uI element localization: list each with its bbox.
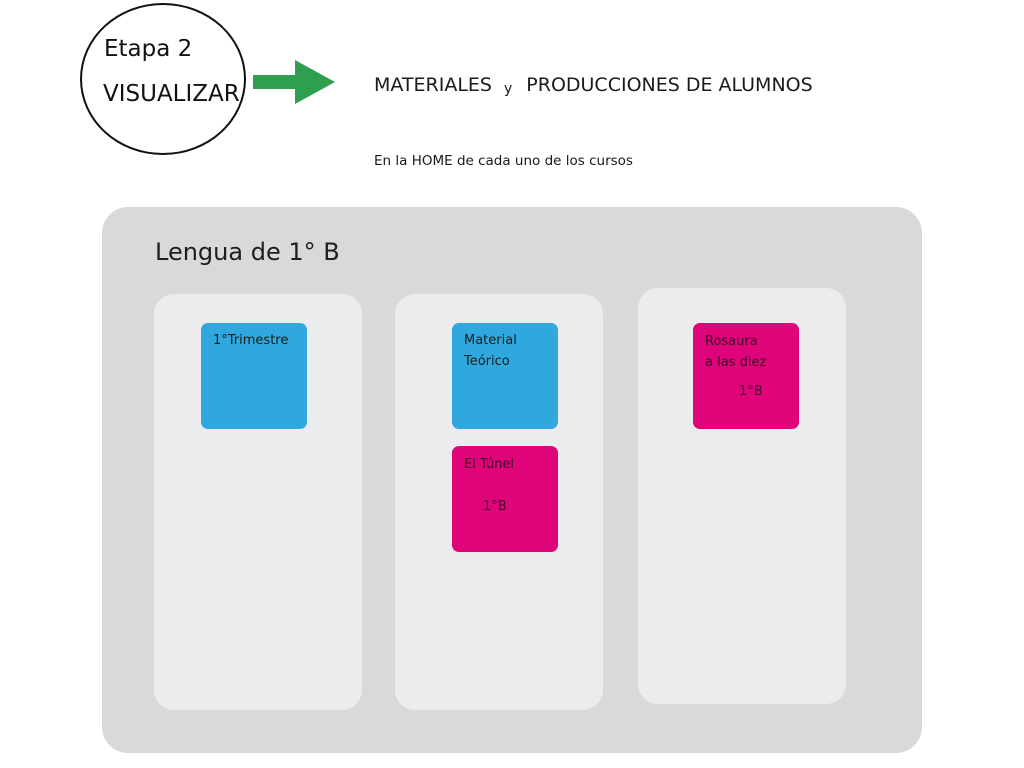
tile-rosaura-a-las-diez[interactable]: Rosaura a las diez 1°B: [693, 323, 799, 429]
tile-label: Teórico: [464, 354, 510, 369]
subheading: En la HOME de cada uno de los cursos: [374, 153, 633, 169]
tile-label: Rosaura: [705, 334, 758, 349]
stage-name: VISUALIZAR: [103, 81, 240, 107]
tile-course-label: 1°B: [739, 384, 763, 399]
stage-circle: [80, 3, 246, 155]
course-title: Lengua de 1° B: [155, 238, 340, 266]
heading-productions: PRODUCCIONES DE ALUMNOS: [526, 74, 813, 96]
tile-1-trimestre[interactable]: 1°Trimestre: [201, 323, 307, 429]
tile-material-teorico[interactable]: Material Teórico: [452, 323, 558, 429]
section-heading: MATERIALES y PRODUCCIONES DE ALUMNOS: [374, 74, 813, 97]
heading-conjunction: y: [503, 81, 513, 97]
tile-label: Material: [464, 333, 517, 348]
tile-el-tunel[interactable]: El Túnel 1°B: [452, 446, 558, 552]
right-arrow-icon: [253, 60, 335, 104]
heading-materials: MATERIALES: [374, 74, 492, 96]
tile-course-label: 1°B: [483, 499, 507, 514]
tile-label: a las diez: [705, 355, 767, 370]
tile-label: El Túnel: [464, 457, 515, 472]
tile-label: 1°Trimestre: [213, 333, 289, 348]
stage-label: Etapa 2: [104, 36, 193, 62]
